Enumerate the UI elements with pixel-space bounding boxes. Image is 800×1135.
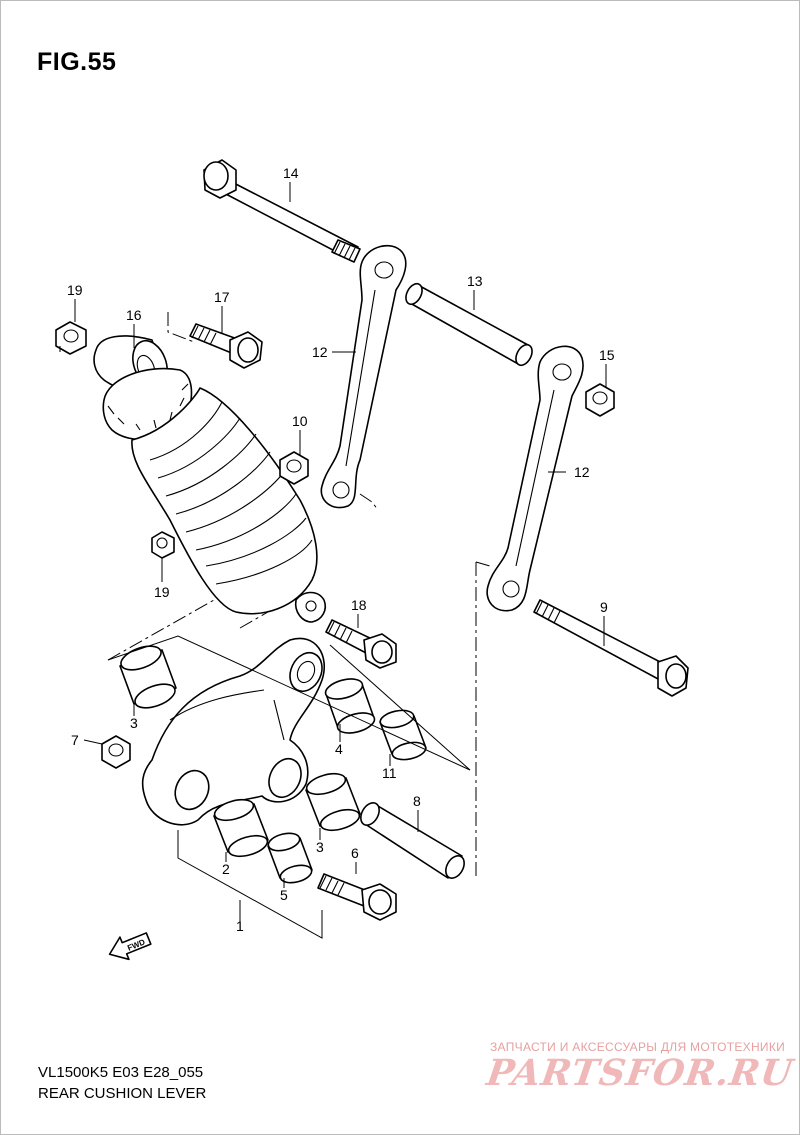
shock-absorber-16[interactable]: [93, 335, 327, 623]
callout-3-upper: 3: [130, 715, 138, 731]
callout-2: 2: [222, 861, 230, 877]
nut-10[interactable]: [279, 451, 309, 485]
bolt-6[interactable]: [317, 873, 397, 921]
nut-15[interactable]: [585, 383, 615, 417]
sleeve-11[interactable]: [379, 708, 428, 763]
bolt-18[interactable]: [325, 619, 397, 669]
callout-14: 14: [283, 165, 299, 181]
link-plate-12-right[interactable]: [486, 345, 584, 612]
callout-12-right: 12: [574, 464, 590, 480]
callout-7: 7: [71, 732, 79, 748]
callout-4: 4: [335, 741, 343, 757]
bushing-4[interactable]: [323, 675, 376, 736]
watermark-tagline: ЗАПЧАСТИ И АКСЕССУАРЫ ДЛЯ МОТОТЕХНИКИ: [490, 1040, 786, 1054]
callout-6: 6: [351, 845, 359, 861]
callout-8: 8: [413, 793, 421, 809]
callout-15: 15: [599, 347, 615, 363]
figure-title: FIG.55: [37, 48, 117, 76]
callout-17: 17: [214, 289, 230, 305]
callout-12-left: 12: [312, 344, 328, 360]
nut-7[interactable]: [101, 735, 131, 769]
callout-9: 9: [600, 599, 608, 615]
figure-caption: REAR CUSHION LEVER: [38, 1085, 207, 1102]
nut-19-upper[interactable]: [55, 321, 87, 355]
nut-19-lower[interactable]: [151, 531, 175, 559]
bushing-3-lower[interactable]: [304, 770, 361, 834]
bushing-3-upper[interactable]: [118, 641, 178, 712]
leader-lines: [74, 182, 607, 888]
sleeve-5[interactable]: [267, 830, 314, 885]
callout-3-lower: 3: [316, 839, 324, 855]
callout-19-lower: 19: [154, 584, 170, 600]
callout-16: 16: [126, 307, 142, 323]
callout-13: 13: [467, 273, 483, 289]
spacer-tube-13[interactable]: [403, 281, 536, 368]
callout-18: 18: [351, 597, 367, 613]
group-bracket-1: [107, 635, 471, 939]
watermark-logo: PARTSFOR.RU: [484, 1052, 797, 1094]
bolt-14[interactable]: [203, 159, 361, 263]
callout-10: 10: [292, 413, 308, 429]
cushion-lever-1[interactable]: [141, 637, 328, 826]
callouts: 14 19 16 17 13 12 15 10 12 19 18 9 3 7 4…: [67, 165, 615, 934]
callout-11: 11: [382, 765, 397, 781]
bolt-17[interactable]: [189, 323, 263, 369]
model-code: VL1500K5 E03 E28_055: [38, 1064, 204, 1081]
callout-19-upper: 19: [67, 282, 83, 298]
callout-5: 5: [280, 887, 288, 903]
callout-1: 1: [236, 918, 244, 934]
bushing-2[interactable]: [212, 796, 269, 860]
center-lines: [59, 312, 491, 880]
link-plate-12-left[interactable]: [320, 244, 407, 509]
sleeve-8[interactable]: [357, 800, 468, 882]
bolt-9[interactable]: [533, 599, 689, 697]
fwd-arrow-icon: FWD: [108, 932, 152, 961]
